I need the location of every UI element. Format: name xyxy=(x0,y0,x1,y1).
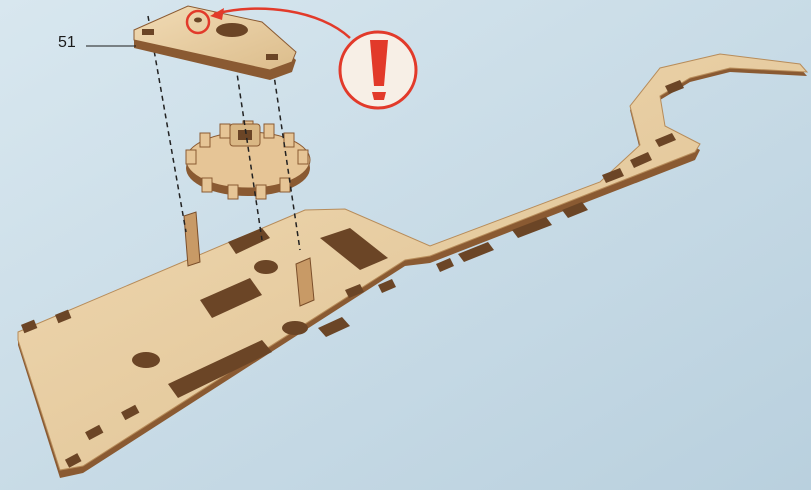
part-number-label: 51 xyxy=(58,34,76,52)
warning-bubble xyxy=(340,32,416,108)
